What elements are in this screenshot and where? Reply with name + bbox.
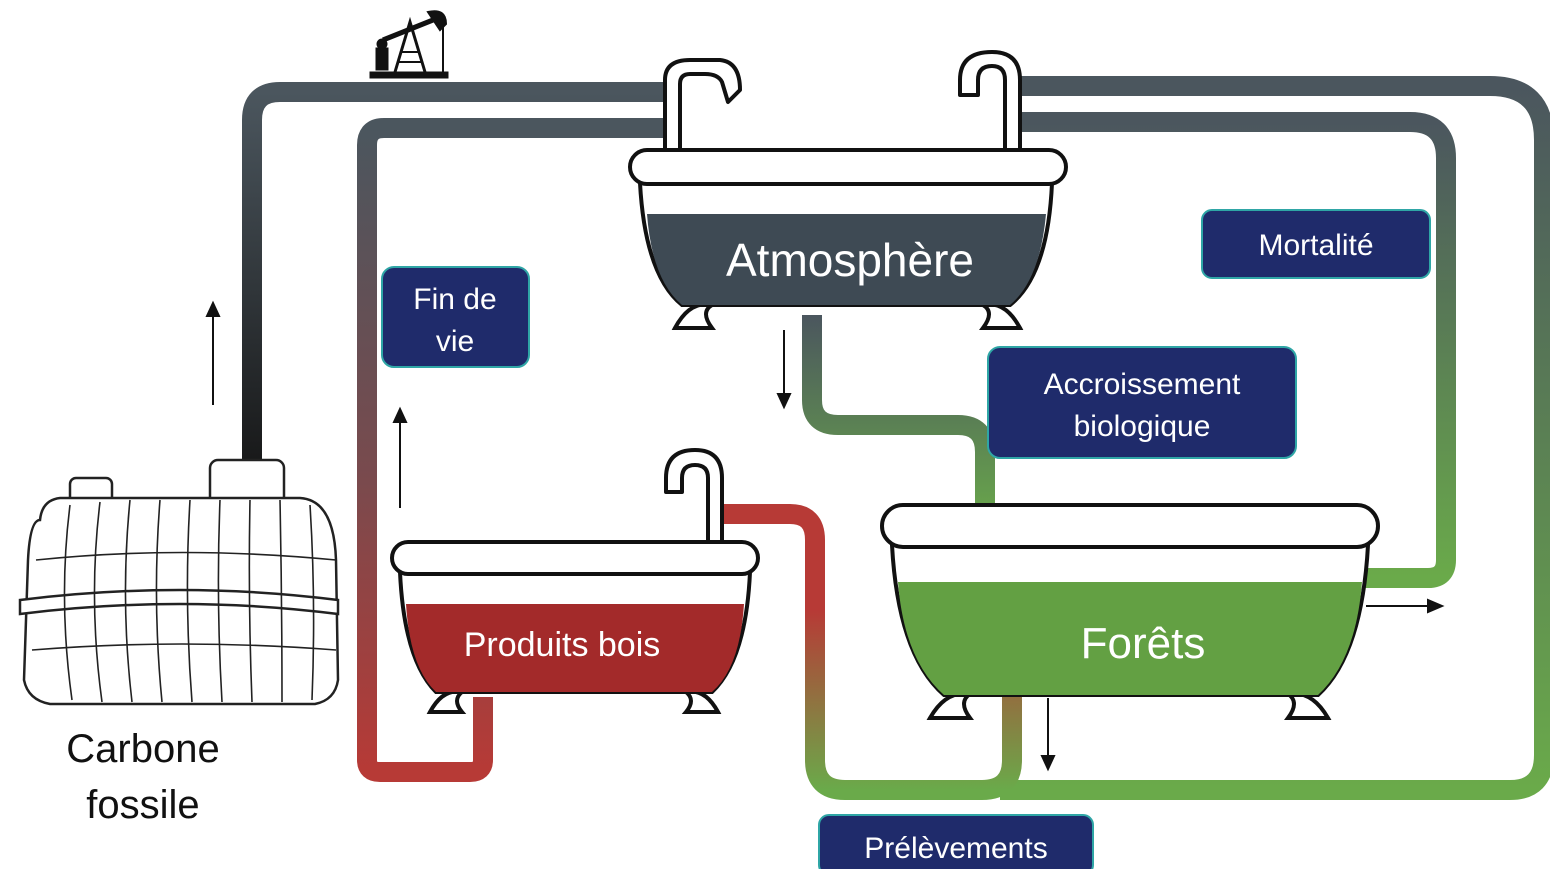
forests-tub: Forêts — [880, 503, 1380, 720]
arrow-icon — [776, 330, 792, 410]
wood-products-level — [406, 604, 744, 692]
atmosphere-label: Atmosphère — [726, 234, 974, 286]
arrow-icon — [205, 300, 221, 405]
fossil-carbon-label-line2: fossile — [86, 783, 199, 827]
mortality-pipe — [1018, 112, 1456, 588]
fossil-carbon-label-line1: Carbone — [66, 727, 219, 771]
end-of-life-pipe — [357, 118, 665, 782]
fossil-pipe — [242, 82, 665, 488]
arrow-icon — [1040, 698, 1056, 772]
harvest-box: Prélèvements — [818, 814, 1094, 869]
end-of-life-label-line1: Fin de — [413, 283, 496, 316]
tank-icon — [18, 458, 340, 706]
growth-box: Accroissement biologique — [987, 346, 1297, 459]
mortality-box: Mortalité — [1201, 209, 1431, 279]
arrow-icon — [1366, 598, 1445, 614]
flow-arrows — [205, 300, 1445, 772]
oil-pump-icon — [369, 10, 449, 79]
faucet-icon — [663, 58, 742, 150]
harvest-label: Prélèvements — [864, 832, 1047, 865]
forests-label: Forêts — [1081, 619, 1206, 668]
faucet-icon — [958, 50, 1022, 150]
arrow-icon — [392, 406, 408, 508]
atmosphere-tub: Atmosphère — [628, 50, 1068, 330]
growth-label-line2: biologique — [1074, 410, 1211, 443]
wood-products-tub: Produits bois — [390, 448, 760, 714]
pipes — [242, 76, 1550, 800]
harvest-pipe — [722, 504, 1022, 800]
decomposition-pipe — [1000, 76, 1550, 800]
wood-products-label: Produits bois — [464, 626, 661, 664]
faucet-icon — [664, 448, 724, 545]
mortality-label: Mortalité — [1258, 229, 1373, 262]
end-of-life-box: Fin de vie — [381, 266, 530, 368]
forests-level — [898, 582, 1362, 695]
end-of-life-label-line2: vie — [436, 325, 474, 358]
growth-label-line1: Accroissement — [1044, 368, 1241, 401]
growth-pipe — [802, 315, 995, 530]
atmosphere-level — [647, 214, 1046, 305]
